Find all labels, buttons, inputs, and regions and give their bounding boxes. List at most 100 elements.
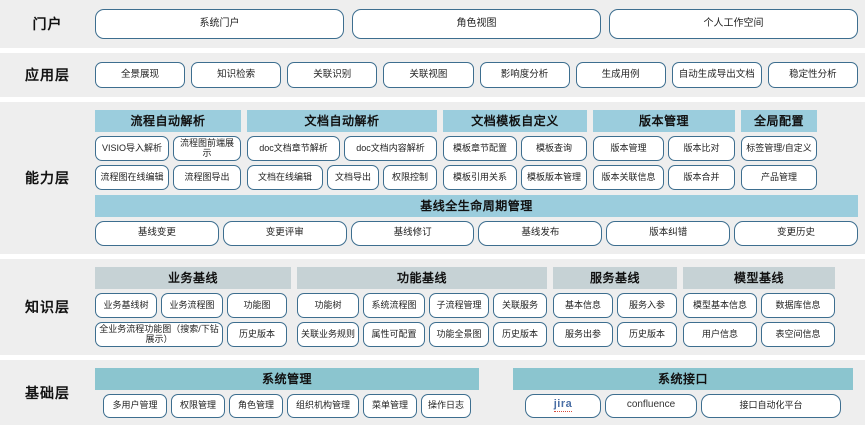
- layer-label-knowledge: 知识层: [25, 299, 70, 315]
- group-row: 功能树 系统流程图 子流程管理 关联服务: [297, 293, 547, 318]
- group-title: 功能基线: [297, 267, 547, 289]
- knowledge-item[interactable]: 业务基线树: [95, 293, 157, 318]
- group-row: 用户信息 表空间信息: [683, 322, 835, 347]
- capability-item[interactable]: 基线变更: [95, 221, 219, 246]
- application-item[interactable]: 全景展现: [95, 62, 186, 88]
- capability-item[interactable]: 产品管理: [741, 165, 817, 190]
- group-title: 流程自动解析: [95, 110, 241, 132]
- knowledge-item[interactable]: 数据库信息: [761, 293, 835, 318]
- capability-item[interactable]: 变更历史: [734, 221, 858, 246]
- capability-item[interactable]: 版本比对: [668, 136, 735, 161]
- knowledge-item[interactable]: 功能全景图: [429, 322, 489, 347]
- application-item[interactable]: 生成用例: [575, 62, 666, 88]
- knowledge-item[interactable]: 基本信息: [553, 293, 613, 318]
- group-row: 版本关联信息 版本合并: [593, 165, 735, 190]
- knowledge-item[interactable]: 模型基本信息: [683, 293, 757, 318]
- knowledge-item[interactable]: 历史版本: [617, 322, 677, 347]
- group-title: 版本管理: [593, 110, 735, 132]
- capability-item[interactable]: 版本管理: [593, 136, 664, 161]
- application-item[interactable]: 自动生成导出文档: [671, 62, 762, 88]
- layer-row-knowledge: 知识层 业务基线 业务基线树 业务流程图 功能图 全业务流程功能图（搜索/下钻展…: [0, 259, 865, 355]
- jira-logo: jira: [553, 398, 573, 413]
- group-row: 产品管理: [741, 165, 817, 190]
- layer-row-foundation: 基础层 系统管理 多用户管理 权限管理 角色管理 组织机构管理 菜单管理 操作日…: [0, 360, 865, 425]
- foundation-item-confluence[interactable]: confluence: [605, 393, 697, 418]
- capability-item[interactable]: 版本纠错: [606, 221, 731, 246]
- group-row: 文档在线编辑 文档导出 权限控制: [247, 165, 437, 190]
- knowledge-item[interactable]: 子流程管理: [429, 293, 489, 318]
- knowledge-item[interactable]: 用户信息: [683, 322, 757, 347]
- group-row: 版本管理 版本比对: [593, 136, 735, 161]
- layer-body-application: 全景展现 知识检索 关联识别 关联视图 影响度分析 生成用例 自动生成导出文档 …: [95, 62, 865, 88]
- foundation-item[interactable]: 接口自动化平台: [701, 393, 841, 418]
- foundation-item-jira[interactable]: jira: [525, 393, 601, 418]
- layer-body-knowledge: 业务基线 业务基线树 业务流程图 功能图 全业务流程功能图（搜索/下钻展示） 历…: [95, 267, 865, 347]
- capability-item[interactable]: 基线发布: [478, 221, 603, 246]
- foundation-item[interactable]: 权限管理: [171, 393, 225, 418]
- capability-item[interactable]: 流程图在线编辑: [95, 165, 169, 190]
- group-row: 模板引用关系 模板版本管理: [443, 165, 587, 190]
- capability-group-version-mgmt: 版本管理 版本管理 版本比对 版本关联信息 版本合并: [593, 110, 735, 190]
- knowledge-item[interactable]: 系统流程图: [363, 293, 425, 318]
- knowledge-item[interactable]: 全业务流程功能图（搜索/下钻展示）: [95, 322, 223, 347]
- capability-item[interactable]: 模板查询: [521, 136, 587, 161]
- knowledge-item[interactable]: 关联业务规则: [297, 322, 359, 347]
- capability-item[interactable]: doc文档内容解析: [344, 136, 437, 161]
- capability-item[interactable]: 文档在线编辑: [247, 165, 323, 190]
- group-row: 基线变更 变更评审 基线修订 基线发布 版本纠错 变更历史: [95, 221, 858, 246]
- foundation-item[interactable]: 操作日志: [421, 393, 471, 418]
- capability-item[interactable]: 模板版本管理: [521, 165, 587, 190]
- knowledge-group-model-baseline: 模型基线 模型基本信息 数据库信息 用户信息 表空间信息: [683, 267, 835, 347]
- foundation-item[interactable]: 多用户管理: [103, 393, 167, 418]
- capability-item[interactable]: 模板引用关系: [443, 165, 517, 190]
- capability-item[interactable]: doc文档章节解析: [247, 136, 340, 161]
- application-item[interactable]: 关联识别: [287, 62, 378, 88]
- confluence-logo: confluence: [626, 399, 676, 411]
- group-title: 全局配置: [741, 110, 817, 132]
- foundation-item[interactable]: 菜单管理: [363, 393, 417, 418]
- capability-item[interactable]: 基线修订: [350, 221, 475, 246]
- capability-item[interactable]: 标签管理/自定义: [741, 136, 817, 161]
- portal-item-list: 系统门户 角色视图 个人工作空间: [95, 9, 858, 39]
- knowledge-item[interactable]: 关联服务: [493, 293, 547, 318]
- foundation-item[interactable]: 角色管理: [229, 393, 283, 418]
- capability-group-baseline-lifecycle: 基线全生命周期管理 基线变更 变更评审 基线修订 基线发布 版本纠错 变更历史: [95, 195, 858, 246]
- capability-item[interactable]: 流程图导出: [173, 165, 241, 190]
- knowledge-group-function-baseline: 功能基线 功能树 系统流程图 子流程管理 关联服务 关联业务规则 属性可配置 功…: [297, 267, 547, 347]
- application-item[interactable]: 知识检索: [191, 62, 282, 88]
- capability-item[interactable]: 变更评审: [222, 221, 347, 246]
- capability-item[interactable]: 版本合并: [668, 165, 735, 190]
- portal-item[interactable]: 角色视图: [352, 9, 601, 39]
- portal-item[interactable]: 个人工作空间: [609, 9, 858, 39]
- layer-body-portal: 系统门户 角色视图 个人工作空间: [95, 9, 865, 39]
- capability-item[interactable]: 流程图前端展示: [173, 136, 241, 161]
- foundation-item[interactable]: 组织机构管理: [287, 393, 359, 418]
- knowledge-item[interactable]: 业务流程图: [161, 293, 223, 318]
- group-row: 关联业务规则 属性可配置 功能全景图 历史版本: [297, 322, 547, 347]
- group-title: 基线全生命周期管理: [95, 195, 858, 217]
- knowledge-group-service-baseline: 服务基线 基本信息 服务入参 服务出参 历史版本: [553, 267, 677, 347]
- knowledge-item[interactable]: 历史版本: [493, 322, 547, 347]
- group-title: 业务基线: [95, 267, 291, 289]
- application-item[interactable]: 稳定性分析: [767, 62, 858, 88]
- application-item[interactable]: 影响度分析: [479, 62, 570, 88]
- capability-item[interactable]: VISIO导入解析: [95, 136, 169, 161]
- application-item[interactable]: 关联视图: [383, 62, 474, 88]
- capability-item[interactable]: 模板章节配置: [443, 136, 517, 161]
- knowledge-item[interactable]: 功能图: [227, 293, 287, 318]
- knowledge-item[interactable]: 历史版本: [227, 322, 287, 347]
- foundation-group-system-interface: 系统接口 jira confluence 接口自动化平台: [513, 367, 853, 418]
- capability-item[interactable]: 版本关联信息: [593, 165, 664, 190]
- knowledge-item[interactable]: 属性可配置: [363, 322, 425, 347]
- layer-row-portal: 门户 系统门户 角色视图 个人工作空间: [0, 0, 865, 48]
- capability-group-flow-parse: 流程自动解析 VISIO导入解析 流程图前端展示 流程图在线编辑 流程图导出: [95, 110, 241, 190]
- knowledge-item[interactable]: 服务出参: [553, 322, 613, 347]
- group-title: 文档自动解析: [247, 110, 437, 132]
- knowledge-item[interactable]: 功能树: [297, 293, 359, 318]
- knowledge-item[interactable]: 表空间信息: [761, 322, 835, 347]
- knowledge-item[interactable]: 服务入参: [617, 293, 677, 318]
- capability-item[interactable]: 权限控制: [383, 165, 437, 190]
- capability-item[interactable]: 文档导出: [327, 165, 379, 190]
- portal-item[interactable]: 系统门户: [95, 9, 344, 39]
